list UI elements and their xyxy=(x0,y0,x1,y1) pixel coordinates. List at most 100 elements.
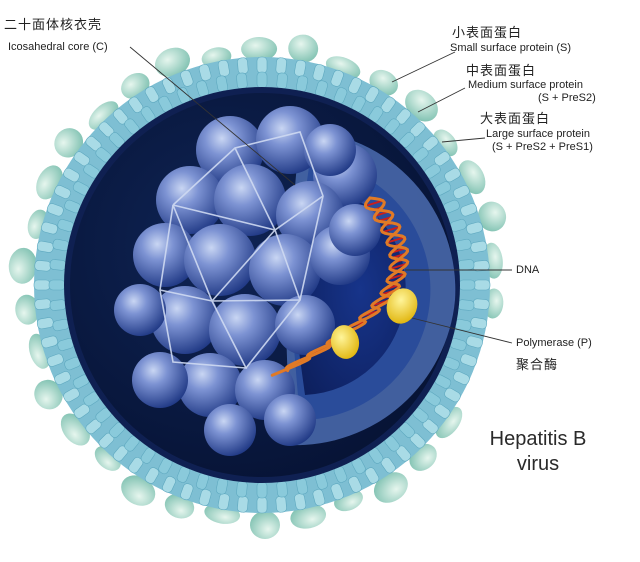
lipid-segment xyxy=(54,185,71,199)
surface-spike xyxy=(435,406,463,439)
capsid-subunit xyxy=(114,284,166,336)
lipid-segment xyxy=(453,185,470,199)
surface-spike xyxy=(15,294,40,325)
label-core-cn: 二十面体核衣壳 xyxy=(4,18,103,33)
surface-spike xyxy=(8,247,37,284)
label-core-en: Icosahedral core (C) xyxy=(8,41,108,53)
lipid-segment xyxy=(444,167,461,183)
capsid-subunit xyxy=(209,294,281,366)
lipid-segment xyxy=(36,240,54,253)
lipid-segment xyxy=(46,353,64,367)
capsid-subunit xyxy=(249,234,321,306)
surface-spike xyxy=(477,201,507,232)
label-dna: DNA xyxy=(516,264,540,276)
lipid-segment xyxy=(237,495,249,513)
lipid-segment xyxy=(237,57,249,75)
lipid-segment xyxy=(380,96,396,113)
lipid-segment xyxy=(275,495,287,513)
lipid-segment xyxy=(330,483,344,501)
dna-base-pair xyxy=(387,273,406,281)
lipid-segment xyxy=(236,480,248,498)
lipid-segment xyxy=(466,335,483,349)
dna-base-pair xyxy=(389,262,408,270)
surface-spike xyxy=(121,475,156,506)
lipid-segment xyxy=(470,317,488,330)
dna-base-pair xyxy=(382,225,401,234)
surface-spike xyxy=(241,36,278,62)
surface-protein-spikes xyxy=(8,34,507,540)
lipid-segment xyxy=(54,371,71,385)
lipid-segment xyxy=(472,298,490,310)
lipid-segment xyxy=(434,403,451,419)
capsid-subunit xyxy=(132,352,188,408)
lipid-segment xyxy=(444,387,461,403)
lipid-segment xyxy=(276,72,288,90)
icosahedral-core xyxy=(114,106,381,456)
label-polymerase-cn: 聚合酶 xyxy=(516,358,559,373)
lipid-segment xyxy=(434,151,451,167)
lipid-segment xyxy=(73,403,90,419)
lipid-segment xyxy=(198,64,212,81)
lipid-segment xyxy=(46,203,64,217)
capsid-subunit xyxy=(156,166,224,234)
lipid-segment xyxy=(380,457,396,474)
label-small-cn: 小表面蛋白 xyxy=(452,26,523,41)
polymerase-protein xyxy=(330,288,418,359)
capsid-subunit xyxy=(178,353,242,417)
label-large-en-1: Large surface protein xyxy=(486,128,590,140)
lipid-segment xyxy=(458,279,476,291)
lipid-segment xyxy=(34,260,52,272)
lipid-segment xyxy=(256,481,268,499)
label-large-cn: 大表面蛋白 xyxy=(480,112,551,127)
lipid-segment xyxy=(217,493,230,511)
lipid-segment xyxy=(457,259,475,271)
label-polymerase-en: Polymerase (P) xyxy=(516,337,592,349)
lipid-segment xyxy=(36,317,54,330)
lipid-segment xyxy=(294,59,307,77)
lipid-segment xyxy=(348,77,362,94)
lipid-segment xyxy=(63,167,80,183)
lipid-segment xyxy=(294,493,307,511)
title-line-2: virus xyxy=(516,453,560,475)
lipid-segment xyxy=(364,86,380,103)
capsid-subunit xyxy=(304,124,356,176)
lipid-segment xyxy=(63,387,80,403)
lipid-segment xyxy=(128,96,144,113)
lipid-segment xyxy=(180,483,194,501)
surface-spike xyxy=(373,472,408,503)
dna-base-pair xyxy=(386,236,405,244)
lipid-segment xyxy=(49,299,67,311)
lipid-segment xyxy=(128,457,144,474)
lipid-segment xyxy=(466,221,483,235)
lipid-segment xyxy=(198,489,212,506)
surface-spike xyxy=(54,128,84,158)
lipid-segment xyxy=(275,57,287,75)
lipid-segment xyxy=(41,335,58,349)
surface-spike xyxy=(88,101,119,130)
lipid-segment xyxy=(473,279,491,291)
lipid-segment xyxy=(330,69,344,87)
lipid-segment xyxy=(460,353,478,367)
lipid-segment xyxy=(256,496,268,514)
surface-spike xyxy=(155,47,190,77)
surface-spike xyxy=(290,504,327,529)
lipid-segment xyxy=(236,72,248,90)
lipid-segment xyxy=(73,151,90,167)
capsid-subunit xyxy=(204,404,256,456)
lipid-segment xyxy=(33,279,51,291)
lipid-segment xyxy=(162,476,176,493)
surface-spike xyxy=(250,510,280,540)
lipid-segment xyxy=(457,299,475,311)
lipid-segment xyxy=(470,240,488,253)
label-small-en: Small surface protein (S) xyxy=(450,42,572,54)
capsid-subunit xyxy=(264,394,316,446)
lipid-segment xyxy=(348,476,362,493)
title-line-1: Hepatitis B xyxy=(489,428,587,450)
surface-spike xyxy=(405,89,438,122)
envelope-lipid-layer xyxy=(33,56,491,514)
lipid-segment xyxy=(48,279,66,291)
label-medium-en-2: (S + PreS2) xyxy=(538,92,596,104)
lipid-segment xyxy=(49,259,67,271)
